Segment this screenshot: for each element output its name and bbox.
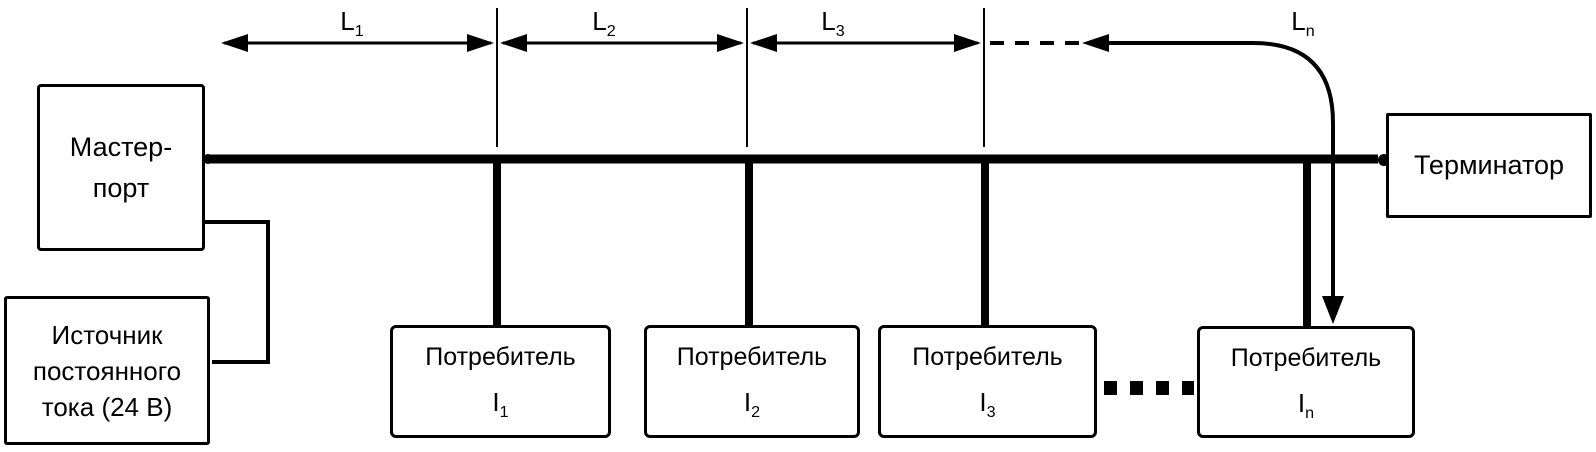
- arrowhead-l2-right: [717, 34, 744, 52]
- consumer-title: Потребитель: [912, 343, 1063, 371]
- dimension-curve-ln: [1100, 41, 1335, 300]
- power-connector-line: [205, 220, 270, 364]
- consumer-box-2: Потребитель I2: [644, 325, 860, 438]
- terminator-label: Терминатор: [1413, 150, 1565, 180]
- consumer-title: Потребитель: [1230, 344, 1382, 372]
- arrowhead-l3-left: [750, 34, 777, 52]
- length-symbol: L: [1291, 5, 1306, 36]
- arrowhead-l3-right: [954, 34, 981, 52]
- length-label-l3: L3: [773, 2, 893, 40]
- length-label-ln: Ln: [1243, 2, 1363, 40]
- arrowhead-l2-left: [500, 34, 527, 52]
- master-port-label-line2: порт: [92, 172, 150, 203]
- length-label-l1: L1: [292, 2, 412, 40]
- consumer-current-label: In: [1297, 388, 1315, 423]
- power-source-box: Источник постоянного тока (24 В): [4, 296, 210, 445]
- length-label-l2: L2: [544, 2, 664, 40]
- power-source-label-line3: тока (24 В): [41, 391, 173, 422]
- length-subscript: 3: [835, 21, 845, 40]
- length-symbol: L: [821, 5, 836, 36]
- consumer-box-3: Потребитель I3: [878, 325, 1097, 438]
- consumer-title: Потребитель: [676, 343, 828, 371]
- length-subscript: n: [1305, 21, 1315, 40]
- power-source-label-line2: постоянного: [32, 355, 182, 386]
- bus-start-node: [203, 154, 213, 164]
- consumer-current-label: I3: [979, 387, 996, 422]
- length-symbol: L: [592, 5, 607, 36]
- consumer-current-label: I2: [743, 387, 761, 422]
- master-port-box: Мастер- порт: [37, 84, 205, 251]
- consumer-title: Потребитель: [425, 343, 576, 371]
- consumer-box-n: Потребитель In: [1197, 326, 1415, 438]
- length-symbol: L: [340, 5, 355, 36]
- length-subscript: 1: [354, 21, 364, 40]
- length-subscript: 2: [606, 21, 616, 40]
- power-source-label-line1: Источник: [51, 319, 163, 350]
- consumer-box-1: Потребитель I1: [390, 325, 611, 438]
- arrowhead-l1-left: [221, 34, 248, 52]
- master-port-label-line1: Мастер-: [69, 131, 173, 162]
- continuation-dots-icon: [1104, 381, 1194, 395]
- terminator-box: Терминатор: [1386, 113, 1592, 218]
- arrowhead-ln-left: [1082, 34, 1109, 52]
- down-arrowhead-ln: [1322, 296, 1344, 324]
- consumer-current-label: I1: [492, 387, 509, 422]
- arrowhead-l1-right: [467, 34, 494, 52]
